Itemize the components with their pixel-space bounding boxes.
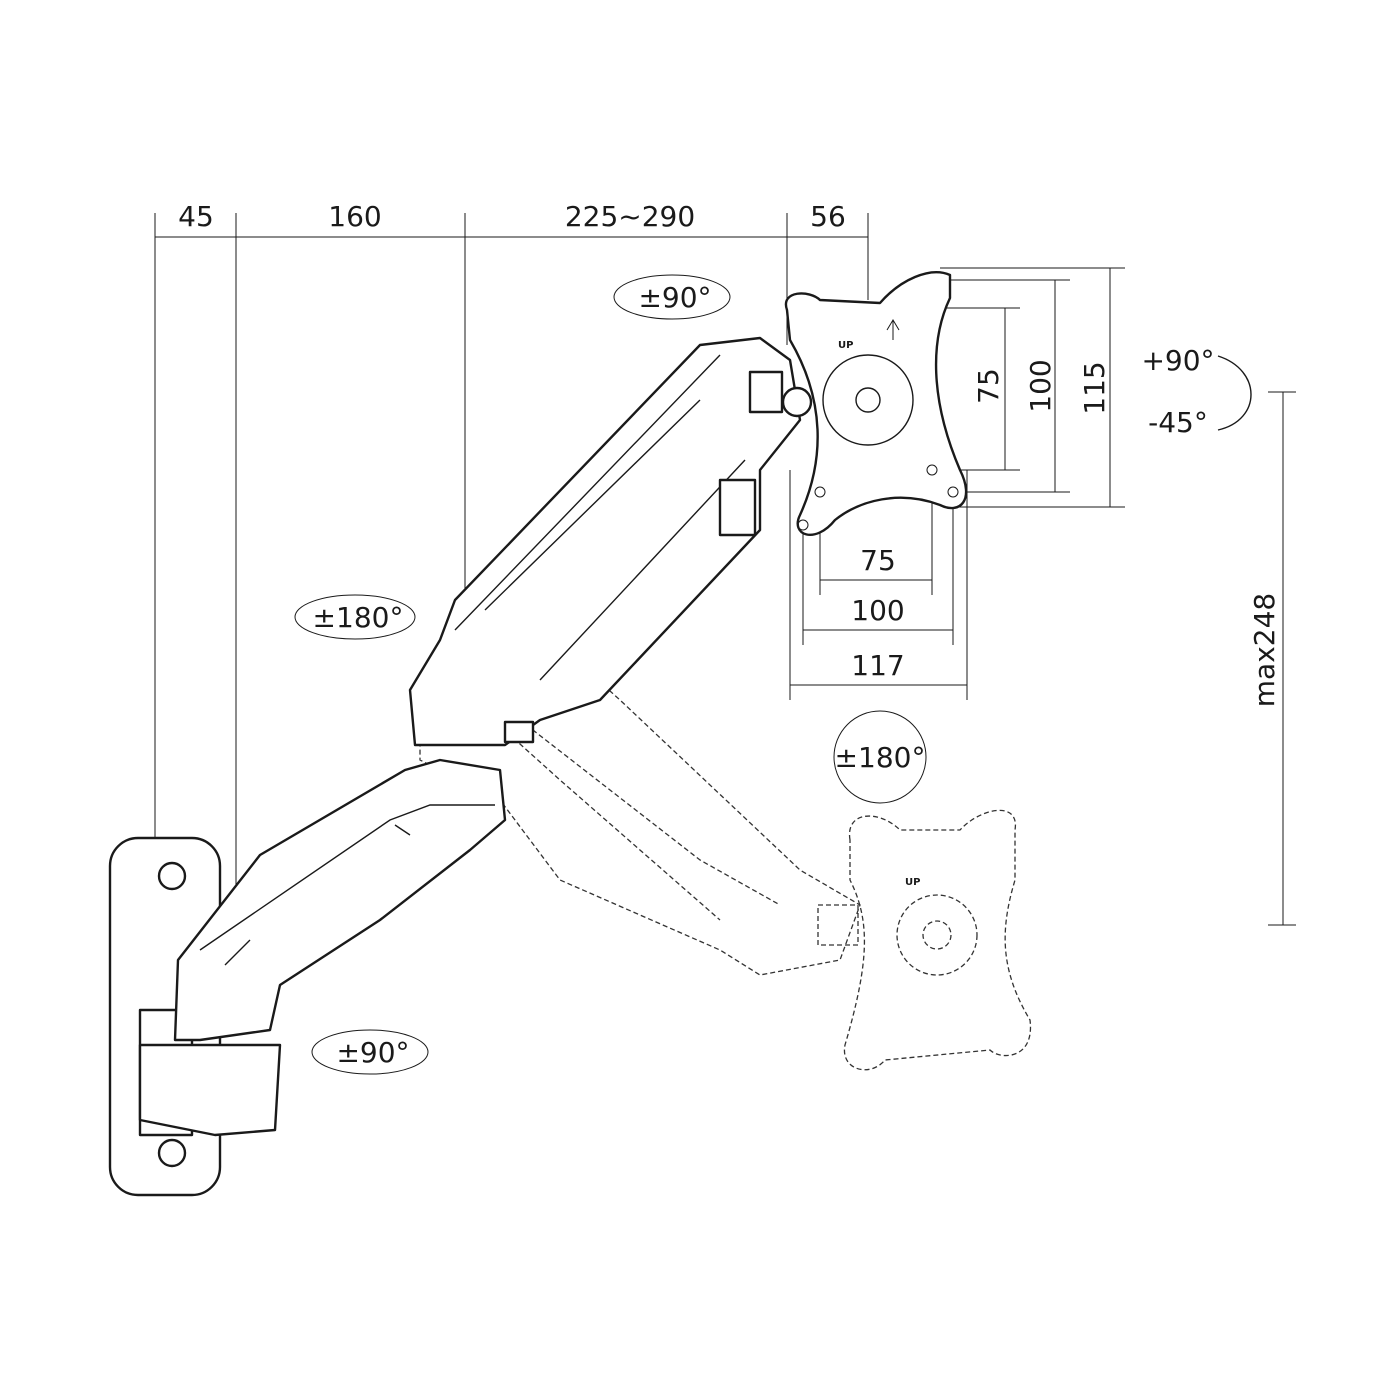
plate-up-label: UP	[838, 340, 853, 351]
dim-225-290: 225~290	[565, 200, 695, 233]
rotation-arm-middle-label: ±180°	[313, 601, 404, 634]
dim-h-117: 117	[851, 649, 904, 682]
lower-arm	[173, 758, 507, 1042]
tilt-down-label: -45°	[1148, 406, 1208, 439]
ghost-up-label: UP	[905, 877, 920, 888]
ghost-plate: UP	[843, 809, 1032, 1071]
upper-arm	[408, 336, 813, 747]
dim-h-75: 75	[860, 544, 896, 577]
rotation-arm-top-label: ±90°	[638, 281, 711, 314]
dim-max248: max248	[1248, 593, 1281, 707]
tilt-arrow-icon	[1217, 355, 1252, 431]
rotation-arm-base-label: ±90°	[336, 1036, 409, 1069]
dim-45: 45	[178, 200, 214, 233]
wall-plate	[108, 836, 282, 1197]
height-dimension-line	[1268, 391, 1296, 926]
dim-v-75: 75	[972, 368, 1005, 404]
dim-h-100: 100	[851, 594, 904, 627]
dim-160: 160	[328, 200, 381, 233]
tilt-up-label: +90°	[1141, 344, 1214, 377]
rotation-plate-label: ±180°	[835, 741, 926, 774]
dim-v-100: 100	[1024, 359, 1057, 412]
plate-horizontal-dimension-lines	[789, 470, 968, 700]
rotation-arm-base: ±90°	[311, 1029, 429, 1075]
rotation-arm-top: ±90°	[613, 274, 731, 320]
top-dimension-lines	[154, 213, 869, 900]
vesa-plate: UP	[784, 271, 968, 536]
up-arrow-icon	[886, 319, 900, 340]
dim-v-115: 115	[1078, 361, 1111, 414]
rotation-arm-middle: ±180°	[294, 594, 416, 640]
rotation-plate: ±180°	[833, 710, 927, 804]
dim-56: 56	[810, 200, 846, 233]
